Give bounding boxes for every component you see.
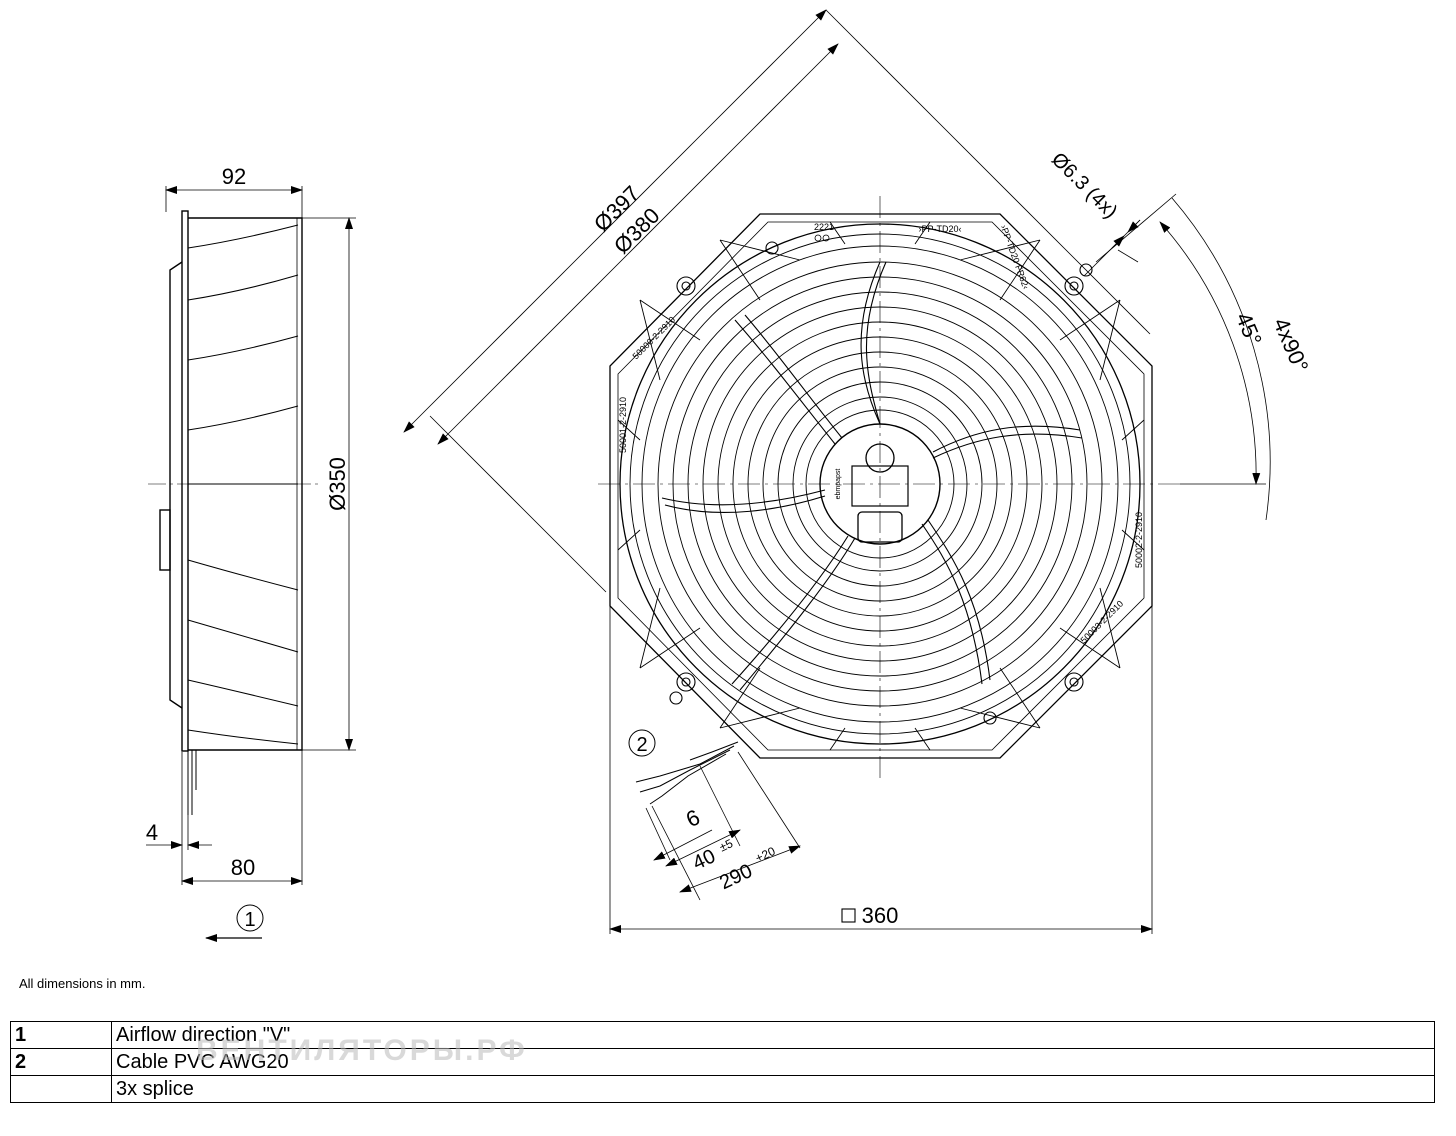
dim-cable-290-tol: +20 xyxy=(753,844,778,865)
technical-drawing: 92 Ø350 4 80 1 xyxy=(146,9,1313,942)
fan-guard-drawing xyxy=(598,196,1180,805)
cable-dimensions xyxy=(645,751,801,901)
legend-row: 1 Airflow direction "V" xyxy=(10,1021,1435,1049)
dim-hole-spec: Ø6.3 (4x) xyxy=(1047,149,1122,224)
dim-cable-40-tol: ±5 xyxy=(717,836,735,854)
dim-angle-45: 45° xyxy=(1231,309,1267,349)
marking-part-3: 50002-2-2910 xyxy=(1134,512,1144,568)
diameter-dimensions xyxy=(403,9,1151,593)
callout-2-label: 2 xyxy=(636,734,647,756)
dim-cable-strip: 6 xyxy=(682,804,704,832)
callout-1-label: 1 xyxy=(244,909,255,931)
legend-row: 3x splice xyxy=(10,1075,1435,1103)
legend-text: Cable PVC AWG20 xyxy=(111,1048,1435,1076)
dim-side-flange: 4 xyxy=(146,820,158,845)
square-dimension xyxy=(609,606,1153,934)
side-dimensions xyxy=(146,186,356,885)
legend-num: 2 xyxy=(10,1048,112,1076)
marking-top-code: 2221 xyxy=(814,222,834,232)
callout-1: 1 xyxy=(236,904,264,932)
dim-side-depth-2: 80 xyxy=(231,855,255,880)
marking-part-3b: 50003-2-2910 xyxy=(1079,599,1126,646)
dim-side-depth: 92 xyxy=(222,164,246,189)
dim-side-diameter: Ø350 xyxy=(325,457,350,511)
legend-row: 2 Cable PVC AWG20 xyxy=(10,1048,1435,1076)
fan-side-drawing xyxy=(148,210,320,815)
dim-angle-4x90: 4x90° xyxy=(1268,314,1313,376)
legend-table: 1 Airflow direction "V" 2 Cable PVC AWG2… xyxy=(10,1021,1435,1103)
legend-num xyxy=(10,1075,112,1103)
square-symbol-icon xyxy=(841,908,856,923)
angle-dimensions xyxy=(1095,193,1271,521)
dim-cable-40-value: 40 xyxy=(689,845,718,874)
marking-part-2: 50001-2-2910 xyxy=(618,397,628,453)
legend-text: Airflow direction "V" xyxy=(111,1021,1435,1049)
watermark: ВЕНТИЛЯТОРЫ.РФ xyxy=(196,1034,528,1067)
dim-square-size: 360 xyxy=(862,903,899,928)
callout-2: 2 xyxy=(628,729,656,757)
marking-top-label: ›PP-TD20‹ xyxy=(918,224,961,234)
units-note: All dimensions in mm. xyxy=(19,976,146,991)
legend-text: 3x splice xyxy=(111,1075,1435,1103)
marking-motor-label: ebmpapst xyxy=(835,469,842,500)
legend-num: 1 xyxy=(10,1021,112,1049)
